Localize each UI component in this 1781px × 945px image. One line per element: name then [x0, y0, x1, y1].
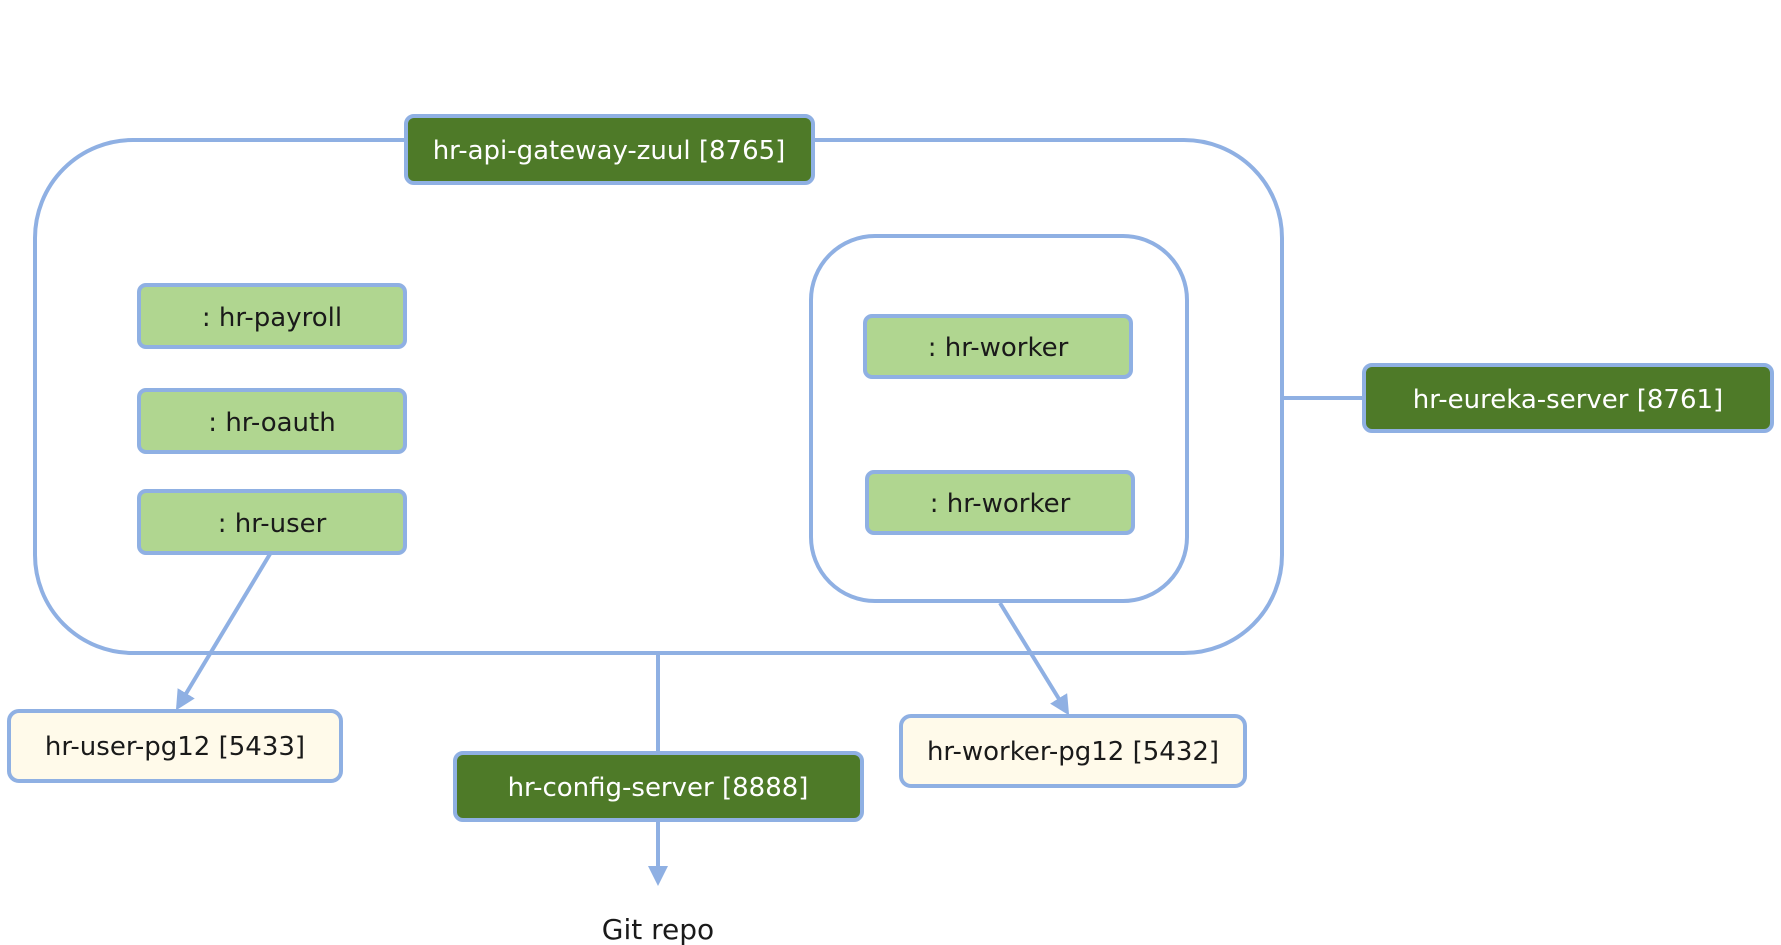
worker-db-label: hr-worker-pg12 [5432] — [927, 737, 1219, 767]
user-db-arrow — [175, 552, 272, 711]
config-server-label: hr-config-server [8888] — [508, 773, 809, 803]
eureka-server-label: hr-eureka-server [8761] — [1413, 385, 1723, 415]
oauth-label: : hr-oauth — [208, 408, 335, 438]
worker-node-2: : hr-worker — [865, 470, 1135, 535]
config-server-node: hr-config-server [8888] — [453, 751, 864, 822]
git-repo-label: Git repo — [602, 913, 714, 945]
user-label: : hr-user — [218, 509, 327, 539]
user-node: : hr-user — [137, 489, 407, 555]
worker-node-1: : hr-worker — [863, 314, 1133, 379]
eureka-server-node: hr-eureka-server [8761] — [1362, 363, 1774, 433]
user-db-label: hr-user-pg12 [5433] — [45, 732, 305, 762]
worker-2-label: : hr-worker — [930, 489, 1071, 519]
worker-db-node: hr-worker-pg12 [5432] — [899, 714, 1247, 788]
worker-db-arrow — [998, 601, 1070, 716]
payroll-label: : hr-payroll — [202, 303, 342, 333]
payroll-node: : hr-payroll — [137, 283, 407, 349]
oauth-node: : hr-oauth — [137, 388, 407, 454]
worker-group-boundary — [809, 234, 1189, 603]
user-db-node: hr-user-pg12 [5433] — [7, 709, 343, 783]
api-gateway-label: hr-api-gateway-zuul [8765] — [433, 136, 786, 166]
worker-1-label: : hr-worker — [928, 333, 1069, 363]
api-gateway-node: hr-api-gateway-zuul [8765] — [404, 114, 815, 185]
